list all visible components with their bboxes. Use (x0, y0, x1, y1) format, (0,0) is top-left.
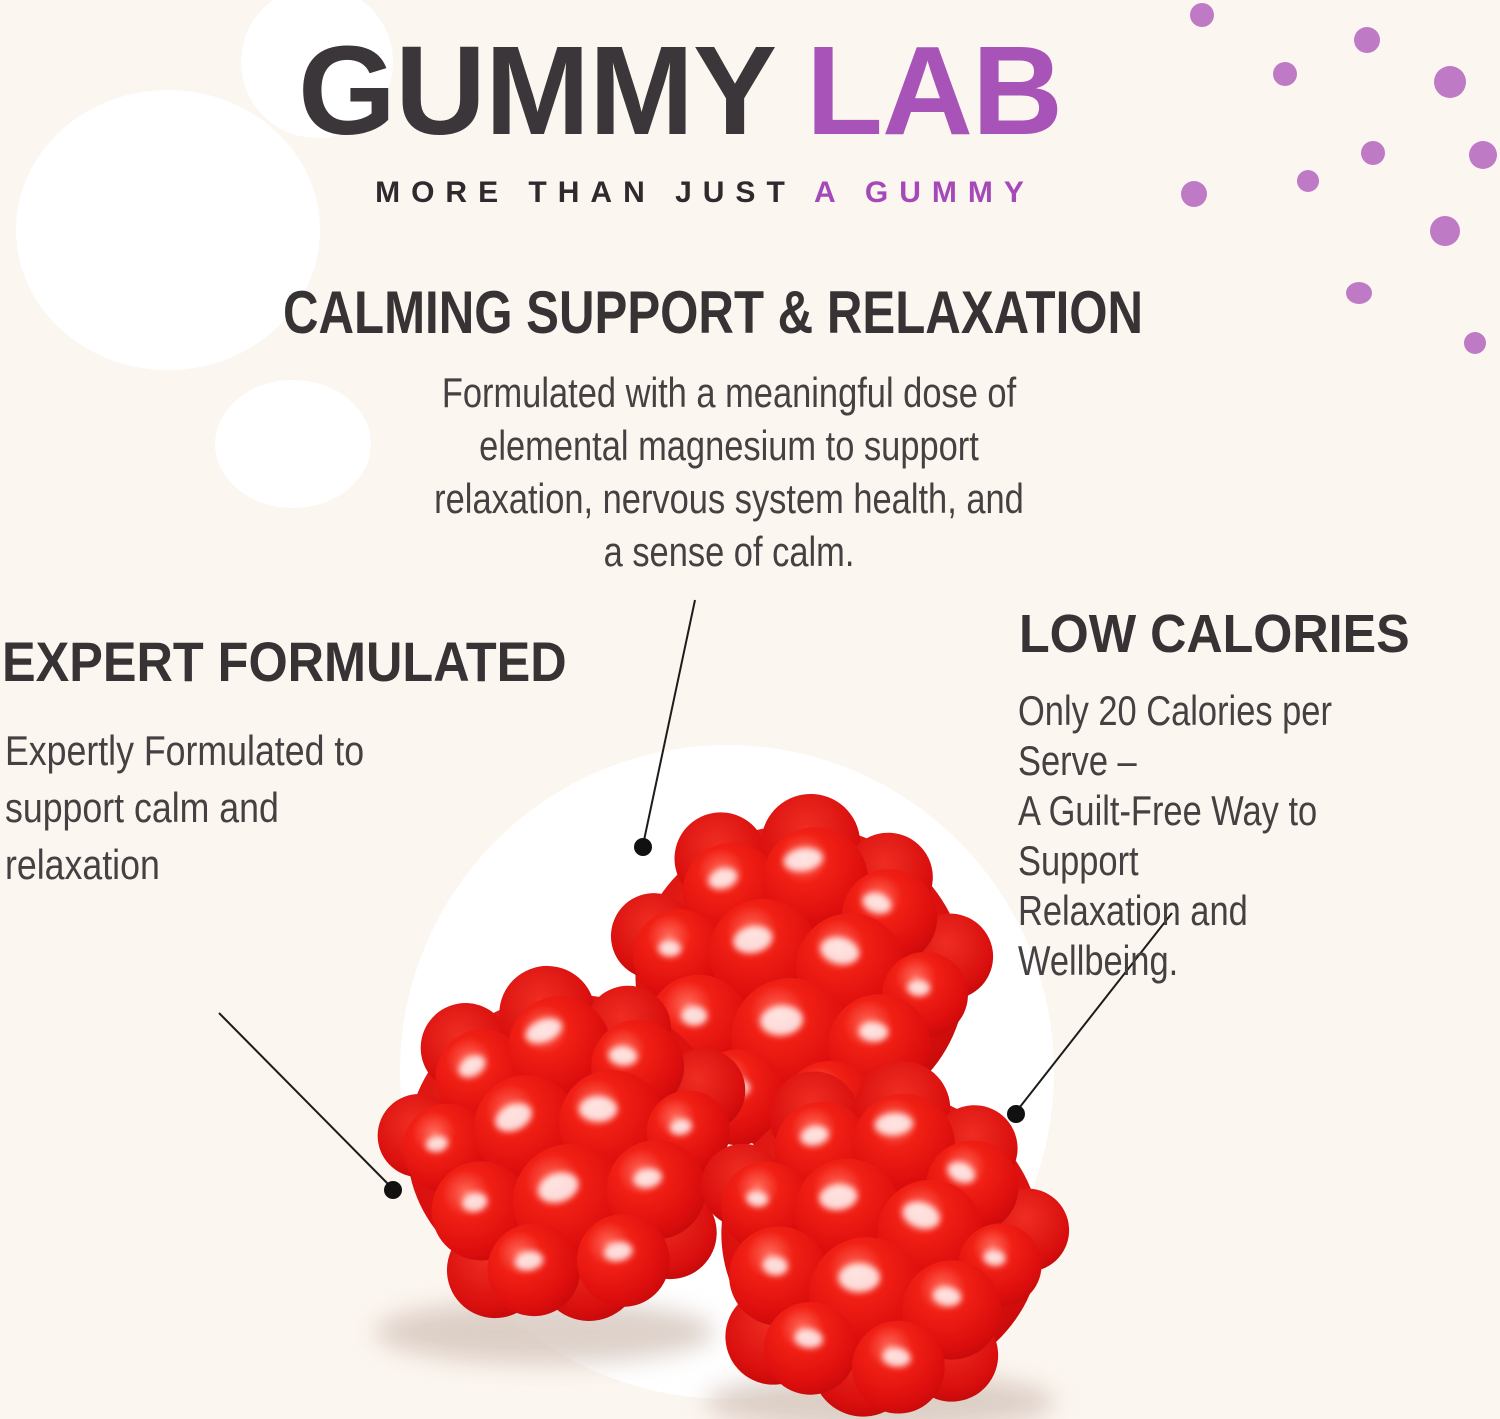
purple-dot (1354, 27, 1380, 53)
purple-dot (1346, 282, 1372, 304)
gummies-photo (353, 784, 1090, 1419)
callout-dot-right (1007, 1105, 1025, 1123)
decor-white-circles (16, 0, 393, 508)
callout-dot-center (634, 838, 652, 856)
callouts (218, 599, 1173, 1199)
main-description: Formulated with a meaningful dose of ele… (434, 369, 1024, 575)
white-circle-large (16, 90, 320, 370)
white-circle-medium (215, 380, 371, 508)
purple-dot (1361, 141, 1385, 165)
main-headline: CALMING SUPPORT & RELAXATION (282, 279, 1144, 346)
brand-logo-primary: GUMMY (298, 20, 777, 161)
callout-line-right (1015, 912, 1173, 1113)
feature-title-low-calories: LOW CALORIES (1019, 604, 1410, 664)
feature-body-low-calories: Only 20 Calories per Serve – A Guilt-Fre… (1018, 687, 1332, 984)
purple-dot (1190, 3, 1214, 27)
feature-title-expert-formulated: EXPERT FORMULATED (2, 630, 567, 693)
tagline-accent-text: A GUMMY (814, 176, 1035, 209)
purple-dot (1273, 62, 1297, 86)
brand-logo-secondary: LAB (806, 20, 1063, 161)
white-circle-small (241, 0, 393, 138)
brand-tagline: MORE THAN JUST A GUMMY (0, 176, 1410, 210)
tagline-text: MORE THAN JUST (375, 176, 796, 209)
purple-dot (1464, 332, 1486, 354)
purple-dot (1297, 170, 1319, 192)
purple-dot (1469, 141, 1497, 169)
callout-dot-left (384, 1181, 402, 1199)
purple-dot (1430, 216, 1460, 246)
callout-line-center (642, 599, 696, 846)
purple-dot (1181, 181, 1207, 207)
feature-body-expert-formulated: Expertly Formulated to support calm and … (5, 727, 365, 888)
callout-line-left (218, 1012, 393, 1189)
purple-dots-cluster (1181, 3, 1497, 354)
purple-dot (1434, 66, 1466, 98)
